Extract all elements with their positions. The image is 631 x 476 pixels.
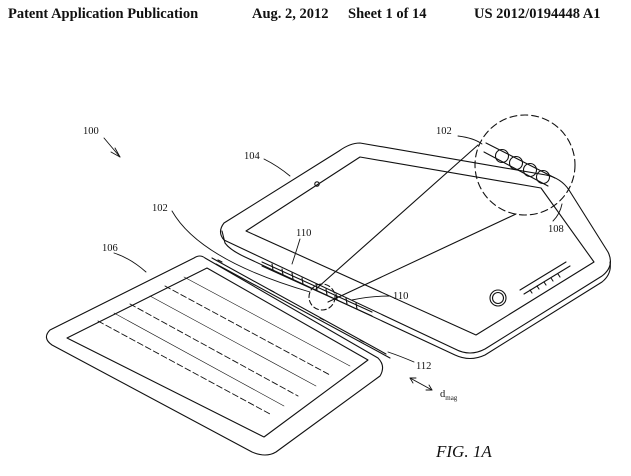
- cover-flap: [45, 255, 391, 456]
- publication-date: Aug. 2, 2012: [252, 6, 329, 22]
- ref-112: 112: [416, 361, 431, 372]
- ref-104: 104: [244, 151, 261, 162]
- figure-label: FIG. 1A: [436, 442, 492, 461]
- page-header: Patent Application Publication Aug. 2, 2…: [0, 6, 631, 28]
- ref-102-left: 102: [152, 203, 168, 214]
- ref-106: 106: [102, 243, 118, 254]
- sheet-number: Sheet 1 of 14: [348, 6, 427, 22]
- magnified-inset: [308, 114, 576, 311]
- reference-leaders: [103, 135, 563, 391]
- ref-dmag-base: d: [440, 389, 446, 400]
- ref-110-upper: 110: [296, 228, 311, 239]
- tablet-device: [219, 142, 611, 360]
- magnetic-strip: [261, 261, 373, 317]
- publication-title: Patent Application Publication: [8, 6, 199, 22]
- ref-102-top: 102: [436, 126, 452, 137]
- ref-100: 100: [83, 126, 99, 137]
- patent-number: US 2012/0194448 A1: [474, 6, 601, 22]
- ref-dmag: dmag: [440, 389, 458, 402]
- ref-dmag-sub: mag: [445, 394, 458, 402]
- ref-110-lower: 110: [393, 291, 408, 302]
- ref-108: 108: [548, 224, 564, 235]
